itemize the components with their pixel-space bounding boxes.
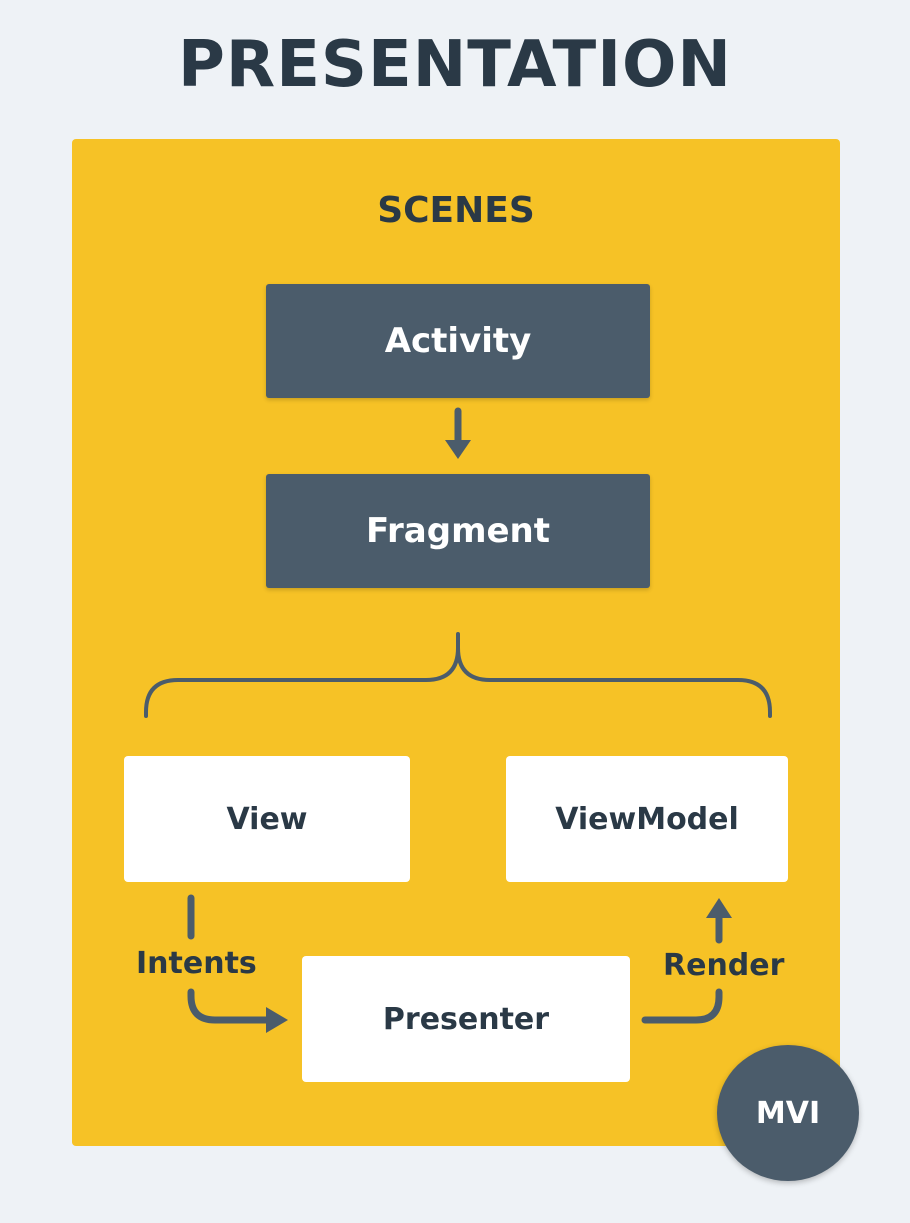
- activity-box: Activity: [266, 284, 650, 398]
- scenes-title: SCENES: [377, 190, 535, 231]
- mvi-badge: MVI: [717, 1045, 859, 1181]
- viewmodel-box: ViewModel: [506, 756, 788, 882]
- render-arrow: [641, 898, 732, 1024]
- page-title: PRESENTATION: [178, 28, 732, 102]
- view-label: View: [226, 801, 308, 837]
- fragment-box: Fragment: [266, 474, 650, 588]
- intents-arrow: [187, 894, 288, 1033]
- presenter-box: Presenter: [302, 956, 630, 1082]
- fragment-label: Fragment: [365, 511, 551, 551]
- curly-brace: [144, 632, 772, 718]
- activity-label: Activity: [384, 321, 532, 361]
- view-box: View: [124, 756, 410, 882]
- mvi-badge-label: MVI: [755, 1095, 821, 1131]
- render-label: Render: [663, 948, 785, 983]
- activity-to-fragment-arrow: [445, 407, 471, 459]
- viewmodel-label: ViewModel: [555, 801, 739, 837]
- presenter-label: Presenter: [382, 1001, 550, 1037]
- intents-label: Intents: [136, 946, 257, 981]
